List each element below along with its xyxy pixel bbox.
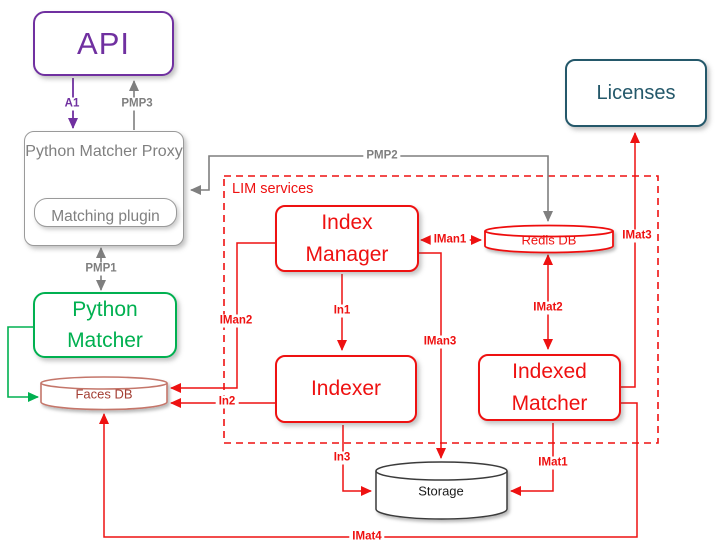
redis-db-label: Redis DB	[521, 232, 577, 248]
edge-python-matcher-to-faces-db	[7, 326, 39, 402]
indexer-label: Indexer	[310, 377, 382, 401]
edge-label-a1: A1	[61, 97, 83, 111]
edge-label-iman3: IMan3	[420, 335, 460, 349]
edge-label-in1: In1	[330, 304, 354, 318]
edge-label-imat1: IMat1	[535, 456, 571, 470]
edge-label-in3: In3	[330, 451, 354, 465]
python-matcher-proxy-label: Python Matcher Proxy	[25, 143, 183, 160]
index-manager-label: Index Manager	[305, 211, 389, 266]
lim-services-group-label: LIM services	[230, 181, 316, 197]
edge-label-imat4: IMat4	[349, 530, 385, 544]
licenses-node: Licenses	[565, 59, 707, 127]
api-node: API	[33, 11, 174, 76]
redis-db-cylinder	[484, 224, 614, 254]
licenses-label: Licenses	[596, 81, 676, 104]
edge-label-iman2: IMan2	[216, 314, 256, 328]
edge-iman3	[419, 252, 446, 459]
storage-label: Storage	[418, 483, 464, 499]
edge-label-imat2: IMat2	[530, 301, 566, 315]
edge-label-imat3: IMat3	[619, 229, 655, 243]
indexer-node: Indexer	[275, 355, 417, 423]
storage-cylinder	[375, 461, 508, 520]
faces-db-label: Faces DB	[75, 386, 133, 402]
faces-db-cylinder	[40, 376, 168, 411]
edge-label-pmp2: PMP2	[363, 149, 401, 163]
python-matcher-label: Python Matcher	[67, 297, 143, 353]
matching-plugin-node: Matching plugin	[34, 198, 177, 227]
edge-label-pmp1: PMP1	[82, 262, 120, 276]
index-manager-node: Index Manager	[275, 205, 419, 272]
edge-in3	[342, 425, 372, 496]
matching-plugin-label: Matching plugin	[51, 208, 160, 226]
python-matcher-node: Python Matcher	[33, 292, 177, 358]
edge-pmp2	[190, 155, 553, 222]
edge-imat3	[621, 132, 640, 388]
edge-label-pmp3: PMP3	[118, 97, 156, 111]
edge-label-iman1: IMan1	[430, 233, 470, 247]
edge-label-in2: In2	[215, 395, 239, 409]
api-label: API	[77, 25, 130, 61]
indexed-matcher-label: Indexed Matcher	[511, 360, 588, 415]
edge-imat1	[510, 423, 554, 496]
python-matcher-proxy-node: Python Matcher Proxy Matching plugin	[24, 131, 184, 246]
edge-imat4	[99, 402, 638, 538]
indexed-matcher-node: Indexed Matcher	[478, 354, 621, 421]
